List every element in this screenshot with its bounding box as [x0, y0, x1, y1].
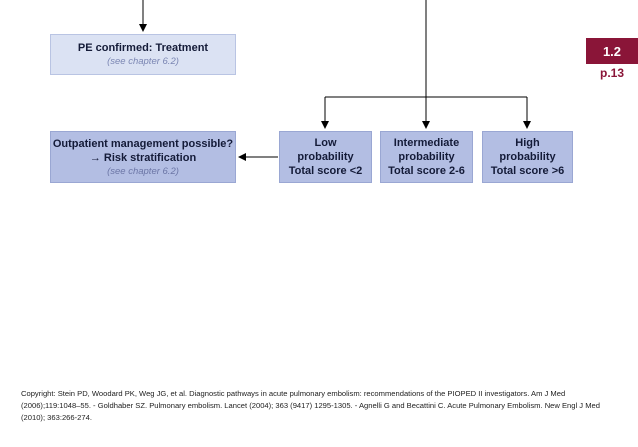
pe-confirmed-reference: (see chapter 6.2) — [107, 56, 179, 67]
total-score-label: Total score 2-6 — [388, 165, 465, 177]
outpatient-question: Outpatient management possible? — [52, 137, 234, 150]
total-score-label: Total score <2 — [288, 165, 363, 177]
outpatient-management-box: Outpatient management possible? → Risk s… — [50, 131, 236, 183]
total-score-label: Total score >6 — [490, 165, 565, 177]
section-badge: 1.2 — [586, 38, 638, 64]
low-probability-box: Low probability Total score <2 — [279, 131, 372, 183]
copyright-footer: Copyright: Stein PD, Woodard PK, Weg JG,… — [21, 389, 600, 422]
pe-confirmed-box: PE confirmed: Treatment (see chapter 6.2… — [50, 34, 236, 75]
risk-stratification-label: → Risk stratification — [89, 151, 197, 164]
probability-level: High — [515, 137, 540, 149]
intermediate-probability-box: Intermediate probability Total score 2-6 — [380, 131, 473, 183]
outpatient-reference: (see chapter 6.2) — [107, 165, 179, 177]
high-probability-box: High probability Total score >6 — [482, 131, 573, 183]
probability-level: Intermediate — [393, 137, 460, 149]
probability-level: Low — [314, 137, 337, 149]
probability-word: probability — [398, 151, 455, 163]
probability-word: probability — [499, 151, 556, 163]
pe-confirmed-title: PE confirmed: Treatment — [77, 42, 209, 54]
page-reference: p.13 — [599, 66, 624, 80]
probability-word: probability — [297, 151, 354, 163]
